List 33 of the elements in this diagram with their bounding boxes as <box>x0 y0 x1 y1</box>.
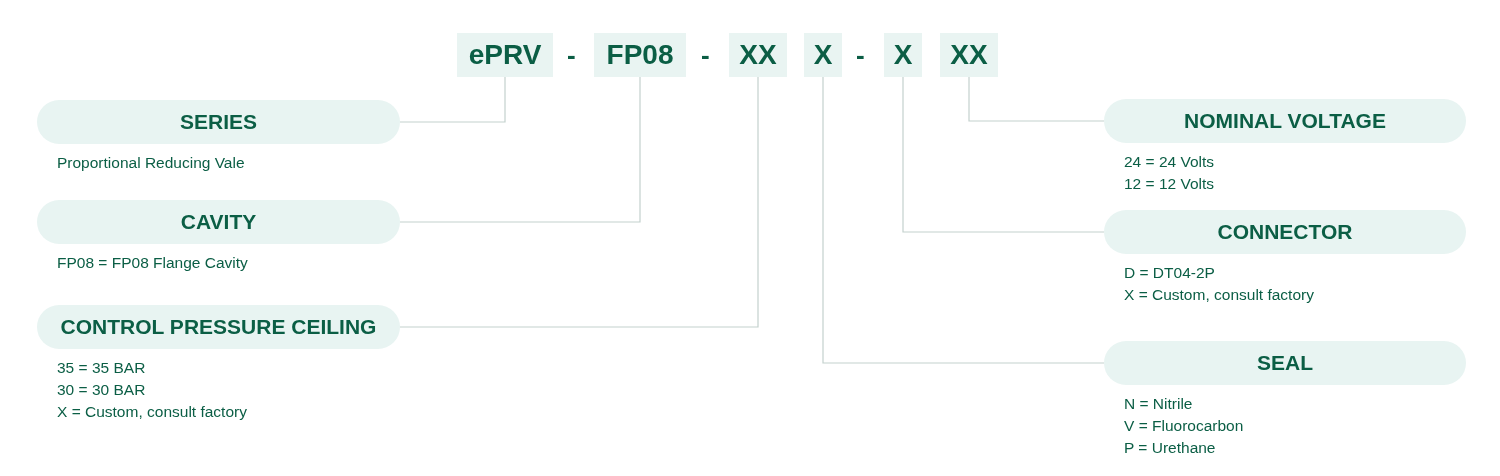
category-pill: SERIES <box>37 100 400 144</box>
option-text: 24 = 24 Volts <box>1124 152 1215 172</box>
option-text: 35 = 35 BAR <box>57 358 147 378</box>
separator-dash: - <box>701 39 710 72</box>
option-text: V = Fluorocarbon <box>1124 416 1244 436</box>
connector-line <box>399 76 641 223</box>
option-text: P = Urethane <box>1124 438 1217 458</box>
option-text: D = DT04-2P <box>1124 263 1216 283</box>
connector-line <box>902 76 1105 233</box>
connector-line <box>822 76 1105 364</box>
connector-line <box>399 76 759 328</box>
code-segment: XX <box>940 33 998 77</box>
code-segment: X <box>804 33 842 77</box>
option-text: X = Custom, consult factory <box>57 402 247 422</box>
connector-line <box>968 76 1105 122</box>
code-segment: FP08 <box>594 33 686 77</box>
option-text: FP08 = FP08 Flange Cavity <box>57 253 248 273</box>
category-pill: SEAL <box>1104 341 1466 385</box>
category-pill: CONNECTOR <box>1104 210 1466 254</box>
code-segment: XX <box>729 33 787 77</box>
category-pill: CAVITY <box>37 200 400 244</box>
category-pill: CONTROL PRESSURE CEILING <box>37 305 400 349</box>
option-text: X = Custom, consult factory <box>1124 285 1314 305</box>
option-text: Proportional Reducing Vale <box>57 153 245 173</box>
connector-line <box>399 76 506 123</box>
option-text: N = Nitrile <box>1124 394 1194 414</box>
separator-dash: - <box>567 39 576 72</box>
category-pill: NOMINAL VOLTAGE <box>1104 99 1466 143</box>
option-text: 12 = 12 Volts <box>1124 174 1215 194</box>
code-segment: X <box>884 33 922 77</box>
option-text: 30 = 30 BAR <box>57 380 147 400</box>
code-segment: ePRV <box>457 33 553 77</box>
separator-dash: - <box>856 39 865 72</box>
